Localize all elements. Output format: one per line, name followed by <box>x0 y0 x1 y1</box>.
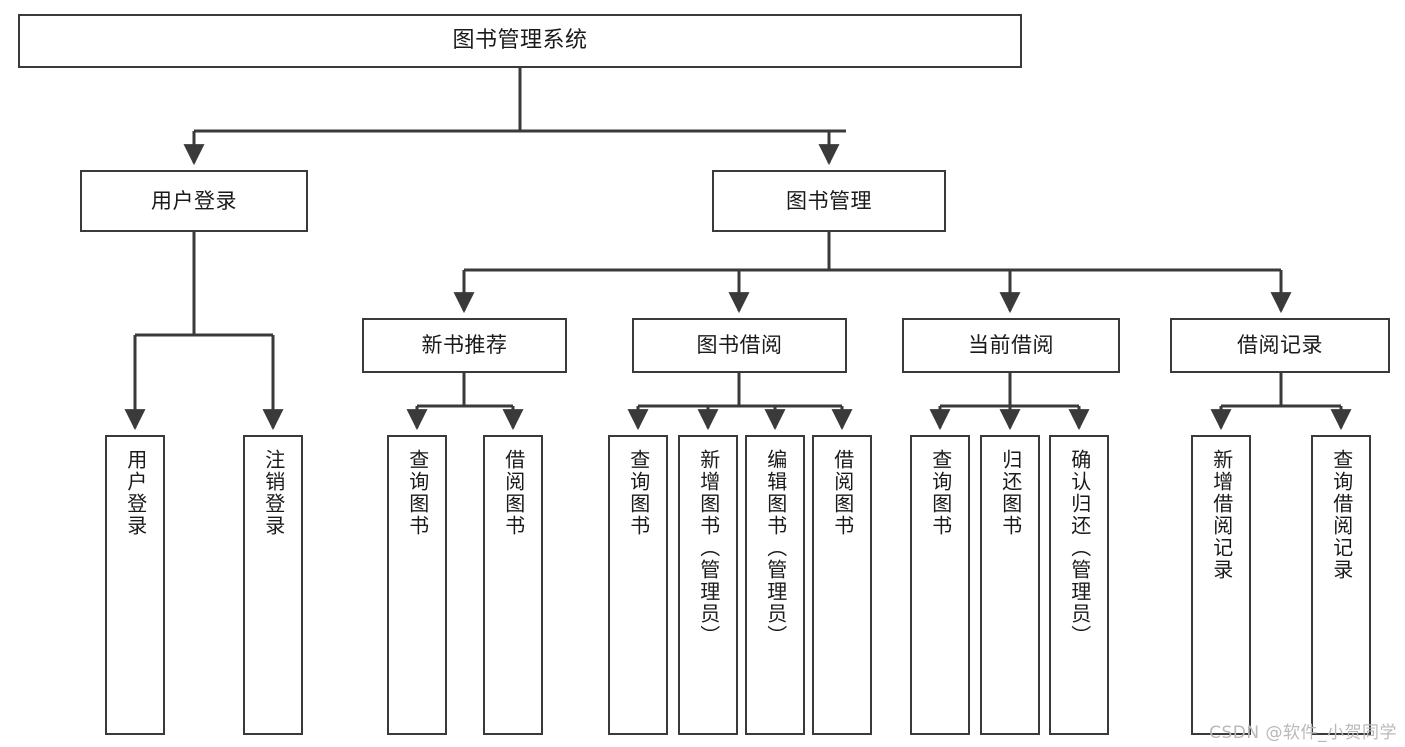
node-label: 图书借阅 <box>696 333 783 358</box>
leaf-confirm-return-admin[interactable]: 确认归还（管理员） <box>1049 435 1109 735</box>
node-new-book-recommend[interactable]: 新书推荐 <box>362 318 567 373</box>
leaf-logout-login[interactable]: 注销登录 <box>243 435 303 735</box>
node-label: 查询图书 <box>928 449 953 537</box>
node-book-manage[interactable]: 图书管理 <box>712 170 946 232</box>
node-label: 借阅图书 <box>830 449 855 537</box>
node-label: 图书管理 <box>786 188 872 213</box>
node-label: 借阅图书 <box>501 449 526 537</box>
watermark-text: CSDN @软件_小贺同学 <box>1209 723 1397 743</box>
node-label: 用户登录 <box>123 449 148 537</box>
node-label: 借阅记录 <box>1237 333 1323 358</box>
node-label: 确认归还（管理员） <box>1067 449 1092 647</box>
node-label: 编辑图书（管理员） <box>763 449 788 647</box>
node-borrow-record[interactable]: 借阅记录 <box>1170 318 1390 373</box>
leaf-query-book-current[interactable]: 查询图书 <box>910 435 970 735</box>
node-label: 图书管理系统 <box>452 27 588 53</box>
node-label: 查询借阅记录 <box>1329 449 1354 581</box>
node-label: 新增借阅记录 <box>1209 449 1234 581</box>
node-label: 注销登录 <box>261 449 286 537</box>
leaf-borrow-book[interactable]: 借阅图书 <box>812 435 872 735</box>
node-label: 新增图书（管理员） <box>696 449 721 647</box>
leaf-user-login[interactable]: 用户登录 <box>105 435 165 735</box>
node-label: 查询图书 <box>626 449 651 537</box>
node-book-borrow[interactable]: 图书借阅 <box>632 318 847 373</box>
leaf-query-book-recommend[interactable]: 查询图书 <box>387 435 447 735</box>
node-root-system[interactable]: 图书管理系统 <box>18 14 1022 68</box>
leaf-query-borrow-record[interactable]: 查询借阅记录 <box>1311 435 1371 735</box>
leaf-edit-book-admin[interactable]: 编辑图书（管理员） <box>745 435 805 735</box>
leaf-query-book-borrow[interactable]: 查询图书 <box>608 435 668 735</box>
node-user-login[interactable]: 用户登录 <box>80 170 308 232</box>
node-label: 当前借阅 <box>968 333 1054 358</box>
node-label: 归还图书 <box>998 449 1023 537</box>
node-current-borrow[interactable]: 当前借阅 <box>902 318 1120 373</box>
leaf-return-book[interactable]: 归还图书 <box>980 435 1040 735</box>
node-label: 查询图书 <box>405 449 430 537</box>
leaf-borrow-book-recommend[interactable]: 借阅图书 <box>483 435 543 735</box>
leaf-add-book-admin[interactable]: 新增图书（管理员） <box>678 435 738 735</box>
node-label: 用户登录 <box>151 188 237 213</box>
leaf-add-borrow-record[interactable]: 新增借阅记录 <box>1191 435 1251 735</box>
node-label: 新书推荐 <box>421 333 508 358</box>
